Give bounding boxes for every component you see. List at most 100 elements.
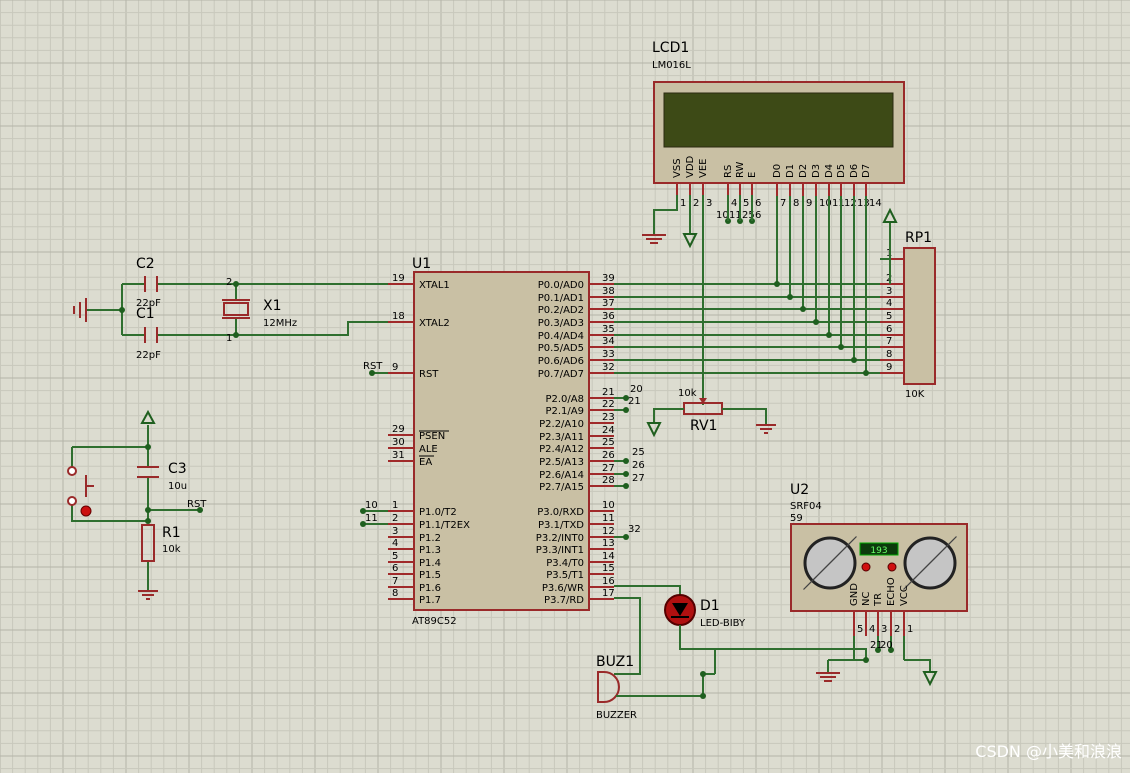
- u1-pin-num: 1: [392, 500, 398, 511]
- lcd-pin-name: D2: [798, 164, 809, 178]
- crystal-circuit[interactable]: C2 22pF C1 22pF X1 12MHz 2 1: [73, 256, 388, 361]
- u2-pin-name: NC: [861, 592, 872, 606]
- bus-wiring: [614, 196, 880, 376]
- u1-pin-num: 11: [602, 513, 615, 524]
- lcd-pin-num: 8: [793, 198, 799, 209]
- svg-text:21: 21: [628, 396, 641, 407]
- u2-pin-name: VCC: [899, 585, 910, 606]
- u1-pin-num: 33: [602, 349, 615, 360]
- u1-pin-name: XTAL2: [419, 318, 450, 329]
- lcd1[interactable]: LCD1 LM016L VSS1VDD2VEE3RS4RW5E6D07D18D2…: [652, 40, 905, 224]
- u1-pin-num: 17: [602, 588, 615, 599]
- u1-pin-name: P2.4/A12: [539, 444, 584, 455]
- svg-text:RST: RST: [363, 361, 383, 372]
- buzzer-icon: [597, 671, 620, 703]
- rv1-ref: RV1: [690, 418, 717, 434]
- u2-pin-name: ECHO: [886, 577, 897, 606]
- lcd1-screen: [663, 92, 894, 148]
- lcd-wiring: [642, 195, 898, 405]
- xtal2-wire: [158, 321, 388, 336]
- button-contact-top: [67, 466, 77, 476]
- svg-text:2: 2: [226, 277, 232, 288]
- svg-text:1: 1: [226, 333, 232, 344]
- d1-led[interactable]: D1 LED-BIBY: [614, 585, 746, 674]
- u1-pin-name: P2.6/A14: [539, 470, 584, 481]
- rp1-pin-num: 4: [886, 298, 892, 309]
- u1-body: [413, 271, 590, 611]
- buz1-buzzer[interactable]: BUZ1 BUZZER: [596, 597, 715, 721]
- u1-pin-num: 21: [602, 387, 615, 398]
- rp1-pin-num: 3: [886, 286, 892, 297]
- lcd-pin-name: D3: [811, 164, 822, 178]
- rp1-value: 10K: [905, 389, 925, 400]
- lcd-net-label: 25: [742, 210, 755, 221]
- u2-pin-num: 4: [869, 624, 875, 635]
- lcd-net-label: 10: [716, 210, 729, 221]
- distance-display: [859, 542, 899, 556]
- u1-pin-name: P0.0/AD0: [538, 280, 584, 291]
- button-indicator[interactable]: [80, 505, 92, 517]
- rp1-pin-num: 9: [886, 362, 892, 373]
- c3-ref: C3: [168, 461, 187, 477]
- lcd-pin-num: 1: [680, 198, 686, 209]
- u1-pin-name: P3.3/INT1: [536, 545, 584, 556]
- diode-icon: [672, 603, 688, 616]
- u1-pin-num: 26: [602, 450, 615, 461]
- u1-pin-name: ALE: [419, 444, 438, 455]
- lcd-net-label: 11: [729, 210, 742, 221]
- u1-pin-name: P1.6: [419, 583, 441, 594]
- u1-pin-num: 34: [602, 336, 615, 347]
- reset-circuit[interactable]: C3 10u R1 10k RST: [67, 409, 207, 600]
- increase-button[interactable]: [861, 562, 871, 572]
- decrease-button[interactable]: [887, 562, 897, 572]
- u1-pin-name: P3.4/T0: [546, 558, 584, 569]
- watermark: CSDN @小美和浪浪: [975, 742, 1122, 761]
- u1-pin-num: 30: [392, 437, 405, 448]
- svg-text:20: 20: [880, 640, 893, 651]
- u1-pin-num: 16: [602, 576, 615, 587]
- lcd-pin-name: VEE: [698, 159, 709, 178]
- u1-pin-num: 3: [392, 526, 398, 537]
- lcd-pin-num: 12: [844, 198, 857, 209]
- u1-pin-name: P3.2/INT0: [536, 533, 584, 544]
- rv1-potentiometer[interactable]: 10k RV1: [646, 388, 776, 438]
- u1-pin-name: P1.0/T2: [419, 507, 457, 518]
- u1-mcu[interactable]: U1 AT89C52 19XTAL118XTAL29RST29PSEN30ALE…: [360, 256, 645, 627]
- u1-pin-num: 36: [602, 311, 615, 322]
- u2-pin-name: GND: [849, 583, 860, 606]
- u1-pin-name: P2.2/A10: [539, 419, 584, 430]
- lcd1-pins: VSS1VDD2VEE3RS4RW5E6D07D18D29D310D411D51…: [672, 155, 882, 224]
- u1-pin-num: 15: [602, 563, 615, 574]
- svg-text:25: 25: [632, 447, 645, 458]
- u1-pin-name: P2.5/A13: [539, 457, 584, 468]
- u1-pin-name: P3.6/WR: [542, 583, 584, 594]
- distance-readout: 193: [870, 546, 887, 556]
- u1-pin-num: 4: [392, 538, 398, 549]
- lcd-pin-num: 4: [731, 198, 737, 209]
- c2-ref: C2: [136, 256, 155, 272]
- lcd-pin-num: 13: [857, 198, 870, 209]
- lcd-pin-name: D6: [849, 164, 860, 178]
- u1-pin-num: 37: [602, 298, 615, 309]
- lcd-pin-num: 7: [780, 198, 786, 209]
- c1-ref: C1: [136, 306, 155, 322]
- rp1-pin-num: 8: [886, 349, 892, 360]
- u1-pin-name: P3.1/TXD: [538, 520, 584, 531]
- lcd-pin-num: 10: [819, 198, 832, 209]
- u1-pin-name: P3.5/T1: [546, 570, 584, 581]
- u1-pin-name: P1.4: [419, 558, 441, 569]
- rp1-pin-num: 7: [886, 336, 892, 347]
- u1-ref: U1: [412, 256, 431, 272]
- u2-pin-num: 5: [857, 624, 863, 635]
- d1-ref: D1: [700, 598, 720, 614]
- lcd-pin-name: VDD: [685, 155, 696, 178]
- d1-part: LED-BIBY: [700, 618, 746, 629]
- u1-pin-name: P0.3/AD3: [538, 318, 584, 329]
- svg-text:32: 32: [628, 524, 641, 535]
- u1-pin-num: 27: [602, 463, 615, 474]
- rst-net-label: RST: [187, 499, 207, 510]
- u2-pin-name: TR: [873, 593, 884, 607]
